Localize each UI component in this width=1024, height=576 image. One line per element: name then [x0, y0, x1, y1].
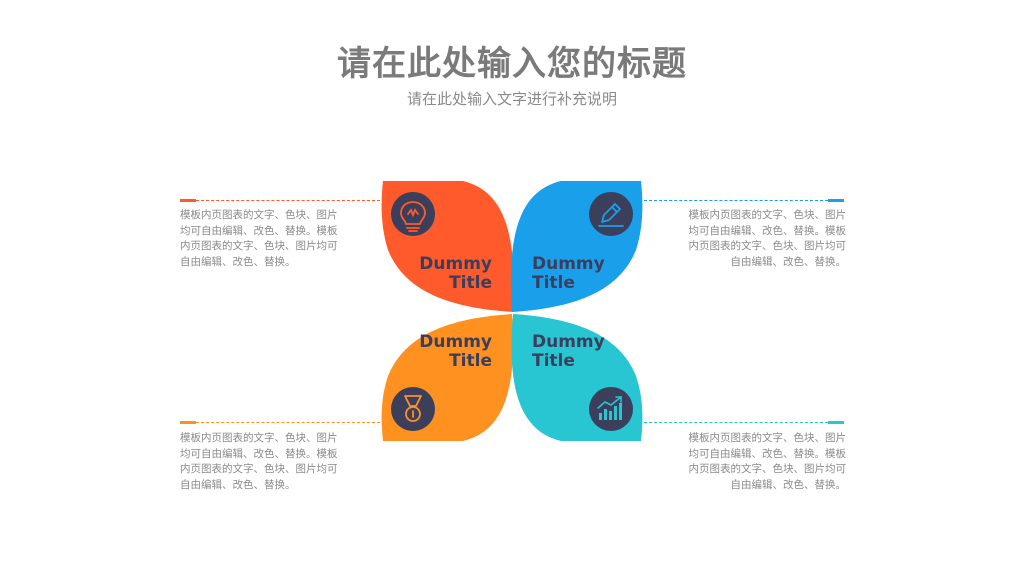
- petal-title-bottom-left-line1: Dummy: [419, 332, 492, 352]
- page-title: 请在此处输入您的标题: [337, 44, 687, 84]
- petal-top-left: Dummy Title: [381, 181, 514, 312]
- icon-circle-bottom-right: [589, 387, 633, 431]
- chart-up-icon: [597, 396, 622, 420]
- line-cap-bottom-right: [828, 421, 844, 424]
- lightbulb-icon: [400, 201, 426, 232]
- page-subtitle: 请在此处输入文字进行补充说明: [406, 90, 617, 108]
- connector-bottom-right: [644, 422, 828, 423]
- connector-top-right: [644, 200, 828, 201]
- petal-title-top-left-line1: Dummy: [419, 254, 492, 274]
- line-cap-top-right: [828, 199, 844, 202]
- connector-bottom-left: [196, 422, 380, 423]
- petal-title-bottom-left-line2: Title: [449, 351, 492, 371]
- line-cap-bottom-left: [180, 421, 196, 424]
- petal-bottom-right: Dummy Title: [511, 314, 643, 441]
- petal-top-right: Dummy Title: [510, 181, 643, 312]
- petal-title-bottom-right-line1: Dummy: [532, 332, 605, 352]
- description-bottom-left: 模板内页图表的文字、色块、图片 均可自由编辑、改色、替换。模板 内页图表的文字、…: [180, 432, 338, 491]
- line-cap-top-left: [180, 199, 196, 202]
- petal-title-top-left-line2: Title: [449, 273, 492, 293]
- petal-title-bottom-right-line2: Title: [532, 351, 575, 371]
- description-top-right: 模板内页图表的文字、色块、图片 均可自由编辑、改色、替换。模板 内页图表的文字、…: [688, 209, 847, 268]
- icon-circle-bottom-left: [391, 387, 435, 431]
- connector-top-left: [196, 200, 380, 201]
- medal-icon: [404, 395, 422, 422]
- petal-title-top-right-line1: Dummy: [532, 254, 605, 274]
- petal-title-top-right-line2: Title: [532, 273, 575, 293]
- pencil-icon: [598, 203, 624, 227]
- petal-bottom-left: Dummy Title: [381, 314, 514, 441]
- description-bottom-right: 模板内页图表的文字、色块、图片 均可自由编辑、改色、替换。模板 内页图表的文字、…: [688, 432, 847, 491]
- description-top-left: 模板内页图表的文字、色块、图片 均可自由编辑、改色、替换。模板 内页图表的文字、…: [180, 209, 338, 268]
- icon-circle-top-right: [589, 192, 633, 236]
